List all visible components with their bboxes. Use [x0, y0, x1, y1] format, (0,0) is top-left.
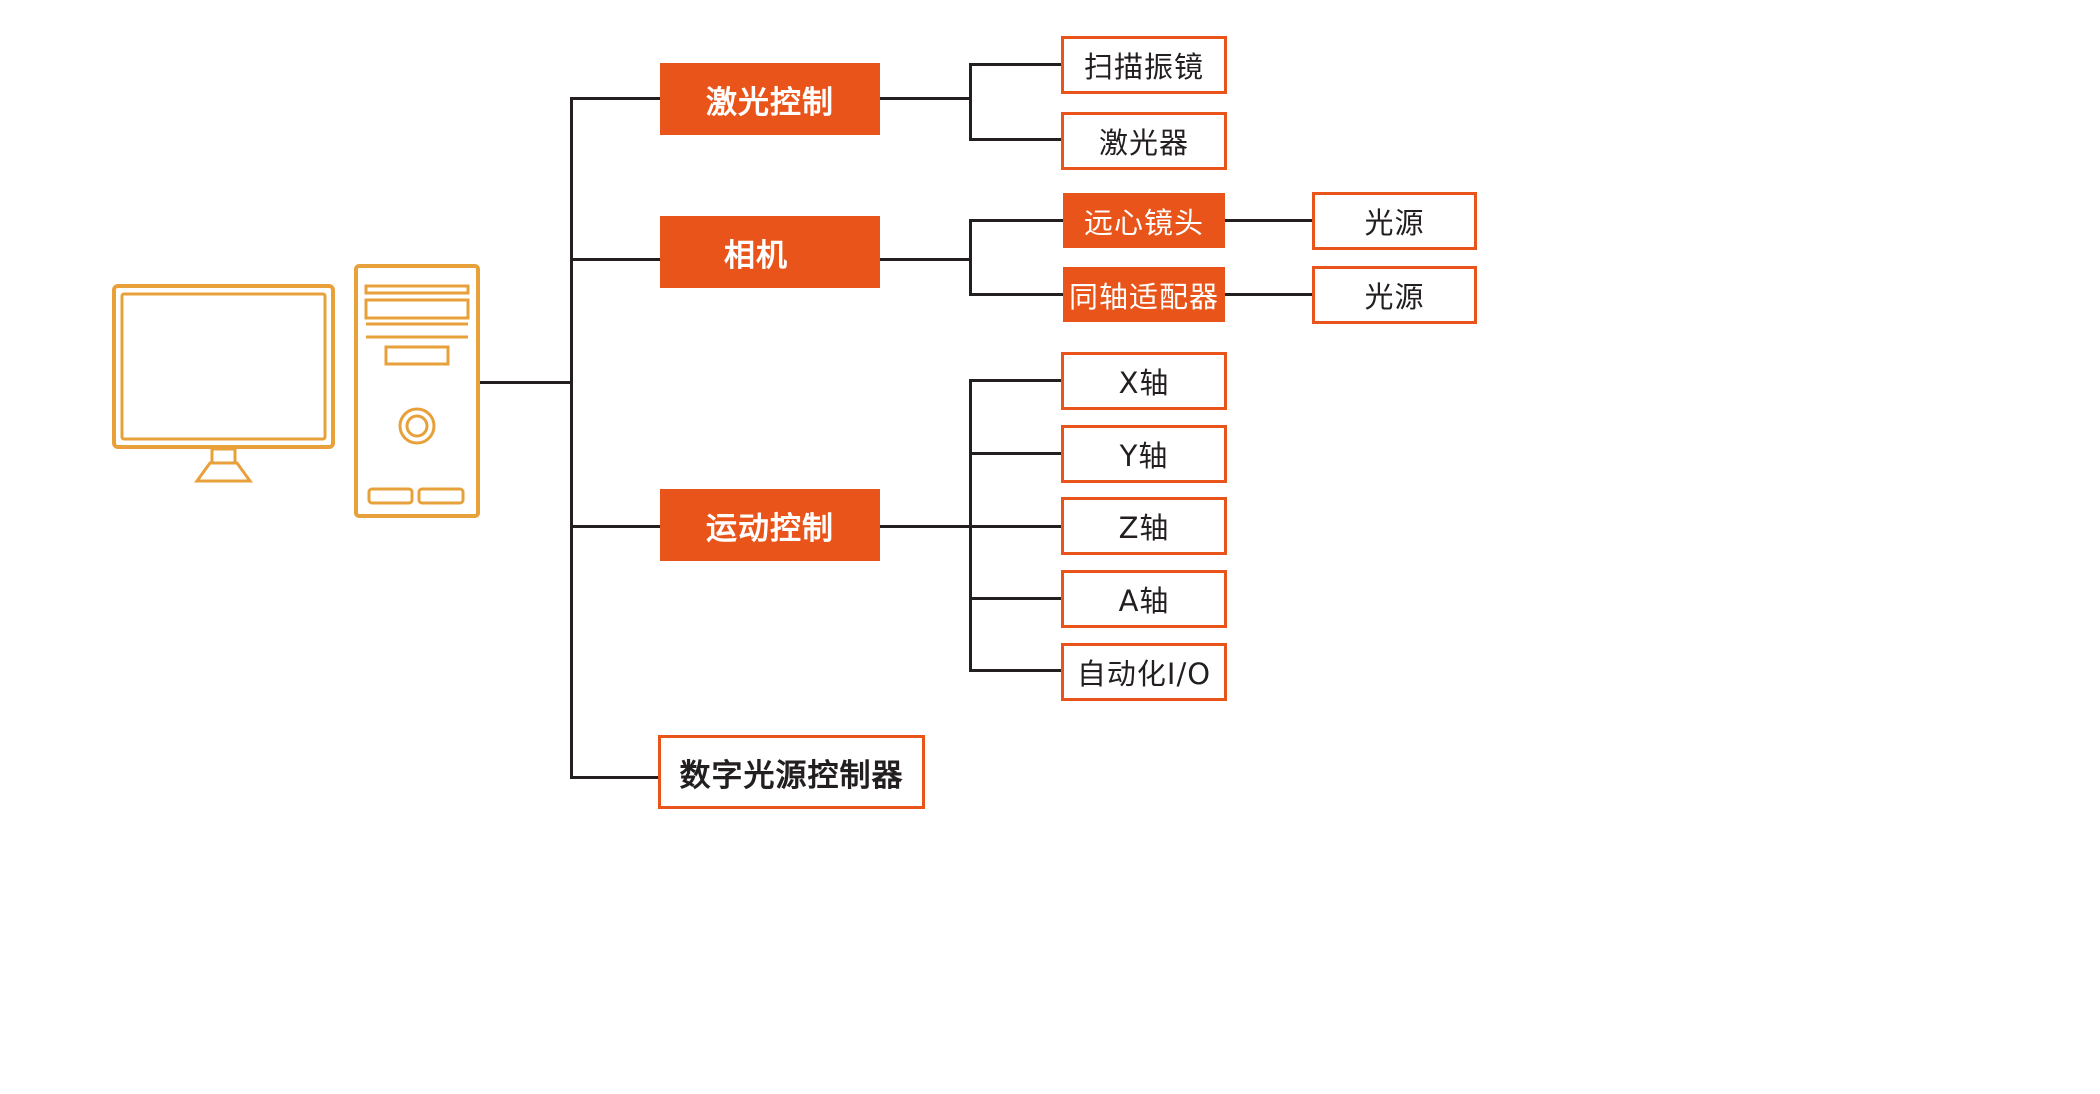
connector-line [570, 97, 573, 779]
a-axis-node: A轴 [1061, 570, 1227, 628]
telecentric-lens-node: 远心镜头 [1063, 193, 1225, 248]
connector-line [969, 597, 1064, 600]
motion-control-node: 运动控制 [660, 489, 880, 561]
connector-line [969, 219, 972, 296]
monitor-icon [112, 284, 335, 483]
connector-line [969, 379, 1064, 382]
connector-line [570, 97, 662, 100]
connector-line [969, 138, 1064, 141]
camera-node: 相机 [660, 216, 880, 288]
connector-line [969, 452, 1064, 455]
connector-line [969, 293, 1064, 296]
connector-line [878, 525, 970, 528]
laser-control-node: 激光控制 [660, 63, 880, 135]
computer-tower-icon [354, 264, 480, 518]
connector-line [570, 525, 662, 528]
light-source-node: 光源 [1312, 192, 1477, 250]
connector-line [480, 381, 572, 384]
connector-line [1224, 219, 1314, 222]
light-source-node: 光源 [1312, 266, 1477, 324]
connector-line [969, 219, 1064, 222]
connector-line [878, 97, 970, 100]
connector-line [570, 258, 662, 261]
connector-line [878, 258, 970, 261]
connector-line [969, 63, 1064, 66]
x-axis-node: X轴 [1061, 352, 1227, 410]
connector-line [1224, 293, 1314, 296]
digital-light-controller-node: 数字光源控制器 [658, 735, 925, 809]
laser-node: 激光器 [1061, 112, 1227, 170]
y-axis-node: Y轴 [1061, 425, 1227, 483]
connector-line [969, 669, 1064, 672]
z-axis-node: Z轴 [1061, 497, 1227, 555]
connector-line [969, 63, 972, 141]
automation-io-node: 自动化I/O [1061, 643, 1227, 701]
connector-line [969, 525, 1064, 528]
connector-line [570, 776, 662, 779]
coaxial-adapter-node: 同轴适配器 [1063, 267, 1225, 322]
scan-galvo-node: 扫描振镜 [1061, 36, 1227, 94]
